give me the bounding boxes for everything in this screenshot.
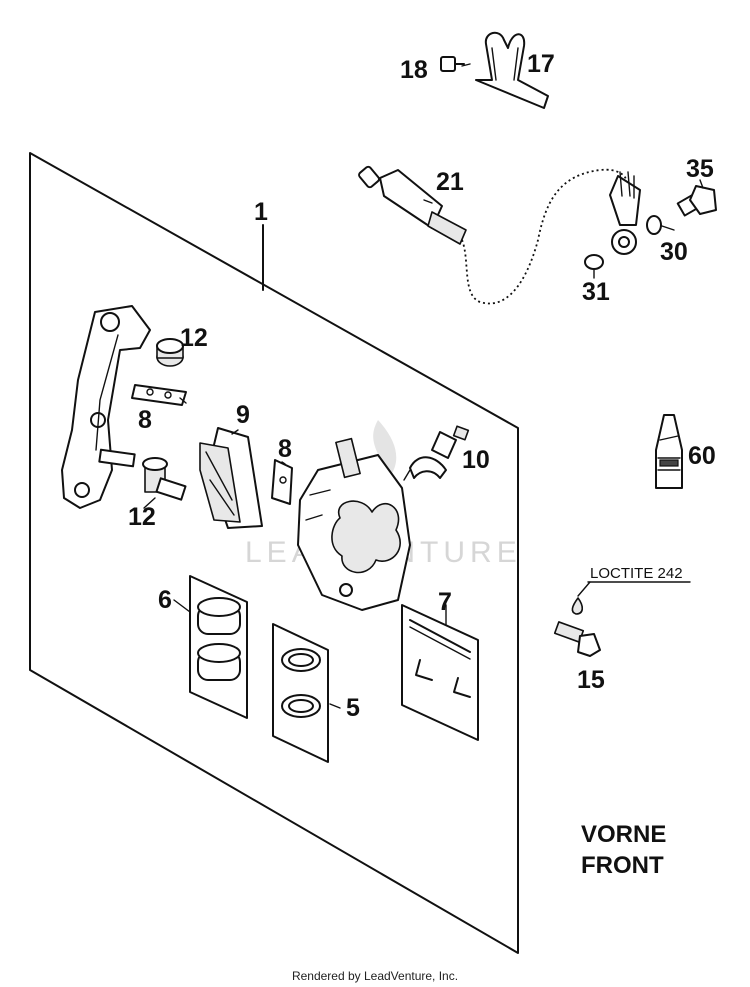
part-number-60: 60 <box>688 442 716 470</box>
screw-15 <box>553 621 601 657</box>
part-number-8-right: 8 <box>278 435 292 463</box>
part-number-21: 21 <box>436 168 464 196</box>
clip-screw <box>440 56 465 72</box>
part-number-17: 17 <box>527 50 555 78</box>
part-number-5: 5 <box>346 694 360 722</box>
part-number-30: 30 <box>660 238 688 266</box>
label-front: FRONT <box>581 852 664 879</box>
pad-spring-left <box>131 384 187 406</box>
pin-kit-7 <box>401 604 479 741</box>
loctite-leader <box>577 581 591 597</box>
watermark-flame-icon <box>373 420 397 486</box>
part-number-8-left: 8 <box>138 406 152 434</box>
bleeder-valve <box>409 425 470 479</box>
washer-31 <box>584 254 604 270</box>
guide-pin-lower <box>142 457 187 501</box>
caliper-body <box>297 437 411 611</box>
part-number-12-upper: 12 <box>180 324 208 352</box>
leader-lines <box>143 63 704 709</box>
banjo-bolt <box>676 185 717 217</box>
part-number-6: 6 <box>158 586 172 614</box>
label-vorne: VORNE <box>581 821 666 848</box>
hose-clip <box>475 31 549 109</box>
loctite-note: LOCTITE 242 <box>590 565 683 582</box>
brake-hose <box>358 165 641 305</box>
footer-credit: Rendered by LeadVenture, Inc. <box>292 969 458 983</box>
part-number-12-lower: 12 <box>128 503 156 531</box>
bushing-upper <box>156 338 184 367</box>
part-number-9: 9 <box>236 401 250 429</box>
part-number-18: 18 <box>400 56 428 84</box>
piston-kit-6 <box>189 575 248 719</box>
loctite-bottle <box>655 414 683 489</box>
part-number-7: 7 <box>438 588 452 616</box>
part-number-35: 35 <box>686 155 714 183</box>
brake-pads <box>199 427 263 529</box>
washer-30 <box>646 215 662 235</box>
part-number-15: 15 <box>577 666 605 694</box>
loctite-drop-icon <box>571 597 584 615</box>
kit-board <box>29 152 519 954</box>
part-number-10: 10 <box>462 446 490 474</box>
pad-spring-right <box>271 459 293 505</box>
part-number-31: 31 <box>582 278 610 306</box>
caliper-bracket <box>61 305 151 509</box>
seal-kit-5 <box>272 623 329 763</box>
part-number-1: 1 <box>254 198 268 226</box>
